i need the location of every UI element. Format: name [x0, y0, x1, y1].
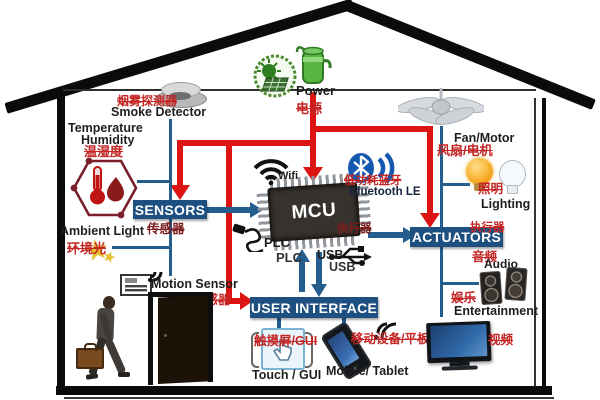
- wall-right-inner: [534, 98, 536, 388]
- usb-icon: [329, 246, 372, 266]
- actuator-bus-upper: [440, 126, 443, 227]
- fan-motor-label: Fan/Motor: [454, 131, 515, 145]
- entertainment-label-zh: 娱乐: [451, 291, 477, 305]
- wifi-icon: [253, 159, 289, 185]
- temperature-label-2: Humidity: [81, 133, 135, 147]
- ceiling-line: [63, 89, 536, 91]
- lighting-label-zh: 照明: [478, 182, 504, 196]
- arrow-ui-down-head: [311, 284, 327, 297]
- power-line-to-sensors: [177, 140, 183, 186]
- touch-gui-label-zh: 触摸屏/GUI: [254, 334, 318, 348]
- solar-panel-icon: [253, 54, 297, 98]
- actuators-label-zh-left: 执行器: [337, 223, 372, 235]
- usb-label-2: USB: [329, 260, 356, 274]
- power-line-to-ui-vertical: [226, 140, 232, 304]
- temperature-label-zh: 温湿度: [84, 144, 124, 159]
- briefcase-icon: [76, 348, 104, 369]
- power-line-to-actuators: [427, 126, 433, 214]
- user-interface-box-label: USER INTERFACE: [250, 299, 378, 316]
- bluetooth-icon: [348, 152, 395, 184]
- lightbulb-sketch-icon: [499, 160, 526, 194]
- wall-left: [57, 94, 65, 388]
- door: [148, 292, 218, 387]
- arrow-ui-up-shaft: [299, 261, 305, 292]
- door-panel: [158, 295, 208, 384]
- motion-sensor-icon: [120, 268, 165, 296]
- power-line-branch-left: [177, 140, 316, 146]
- arrowhead-to-ui: [240, 292, 253, 310]
- arrow-sensors-to-mcu-shaft: [207, 207, 251, 213]
- floor: [56, 386, 552, 395]
- lighting-label: Lighting: [481, 197, 531, 211]
- arrow-ui-up-head: [294, 249, 310, 262]
- wifi-label: Wifi: [278, 170, 299, 182]
- arrowhead-to-sensors: [170, 185, 190, 200]
- hand-cursor-icon: [272, 339, 292, 361]
- bluetooth-label-zh: 低功耗蓝牙: [344, 175, 402, 187]
- thermometer-hexagon-icon: [70, 157, 138, 219]
- motion-sensor-label: Motion Sensor: [151, 277, 238, 291]
- touchscreen-icon: [251, 328, 313, 370]
- power-line-to-ui-elbow: [226, 298, 242, 304]
- speakers-stub: [443, 282, 479, 285]
- tv-icon: [426, 320, 494, 373]
- power-line-to-mcu: [310, 145, 316, 169]
- floor-shadow-line: [64, 397, 554, 399]
- lightbulb-icon: [466, 158, 494, 192]
- actuators-label-zh-right: 执行器: [470, 222, 505, 234]
- bluetooth-label: Bluetooth LE: [349, 186, 421, 198]
- touch-gui-label: Touch / GUI: [252, 368, 322, 382]
- arrow-ui-down-shaft: [316, 252, 322, 285]
- audio-label-zh: 音频: [472, 250, 498, 264]
- ui-stub-touch: [277, 318, 281, 329]
- plc-label-1: PLC: [264, 235, 290, 250]
- wall-right-outer: [542, 98, 546, 388]
- smoke-detector-icon: [153, 78, 207, 108]
- actuators-box-label: ACTUATORS: [411, 229, 502, 245]
- speakers-icon: [479, 266, 528, 306]
- power-label-zh: 电源: [296, 101, 323, 116]
- sensors-box-label: SENSORS: [134, 201, 206, 218]
- sensor-bus-lower: [169, 219, 172, 276]
- ambient-light-label-zh: 环境光: [67, 241, 107, 256]
- video-label-zh: 视频: [488, 333, 514, 347]
- arrowhead-to-actuators: [420, 213, 440, 228]
- person-figure: [74, 296, 134, 388]
- plc-label-2: PLC: [276, 250, 302, 265]
- ambient-light-stub: [112, 246, 171, 249]
- sensors-box: SENSORS: [133, 200, 207, 219]
- temperature-label-1: Temperature: [68, 121, 143, 135]
- entertainment-label: Entertainment: [454, 304, 539, 318]
- mobile-tablet-label: Mobile/ Tablet: [326, 364, 409, 378]
- smoke-detector-label-zh: 烟雾探测器: [117, 94, 178, 108]
- ceiling-fan-icon: [398, 88, 484, 125]
- plc-cable-icon: [232, 223, 264, 252]
- ambient-light-label: Ambient Light: [60, 224, 145, 238]
- mcu-label: MCU: [290, 199, 338, 224]
- actuator-bus-lower: [440, 247, 443, 317]
- actuators-box: ACTUATORS: [410, 227, 503, 247]
- fan-motor-label-zh: 风扇/电机: [437, 143, 493, 158]
- power-line-branch-right: [310, 126, 433, 132]
- user-interface-box: USER INTERFACE: [250, 297, 378, 318]
- sensors-label-zh: 传感器: [147, 222, 185, 236]
- temperature-stub: [137, 180, 171, 183]
- lighting-stub: [443, 183, 470, 186]
- smoke-detector-label: Smoke Detector: [111, 105, 207, 119]
- rf-waves-icon: [373, 322, 397, 340]
- arrow-mcu-to-actuators-shaft: [368, 232, 404, 238]
- watering-can-icon: [295, 46, 332, 84]
- usb-label-1: USB: [317, 248, 344, 262]
- smoke-detector-line: [169, 119, 172, 200]
- power-label: Power: [296, 83, 336, 98]
- power-line-main-vertical: [310, 92, 316, 146]
